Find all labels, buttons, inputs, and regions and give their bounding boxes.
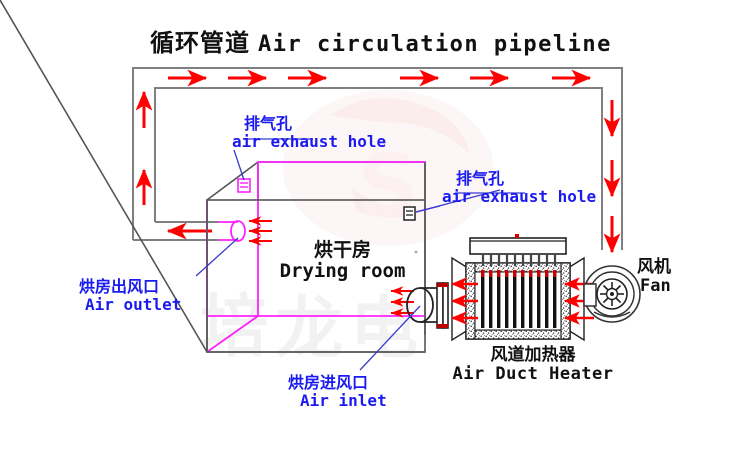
- drying-room-outline-dark: [206, 199, 426, 353]
- air-exhaust-vent-icon-right: [403, 206, 416, 221]
- air-exhaust-vent-icon-left: [237, 178, 251, 193]
- svg-text:培: 培: [200, 288, 268, 367]
- svg-text:S: S: [357, 136, 419, 236]
- heater-terminal-box: [469, 234, 567, 266]
- drying-room-floor-edges: [206, 315, 259, 353]
- flow-arrows-air-outlet: [248, 216, 272, 246]
- air-outlet-duct: [218, 220, 246, 242]
- heating-element-icon: [481, 272, 557, 328]
- air-duct-heater: [451, 256, 585, 342]
- room-dot-marker: [414, 250, 418, 254]
- watermark-text: 培 龙 电: [200, 288, 418, 369]
- heater-terminals: [481, 270, 557, 277]
- svg-text:龙: 龙: [275, 290, 343, 369]
- fan-impeller-icon: [600, 282, 624, 306]
- flow-arrows-room-inlet: [390, 286, 414, 318]
- watermark-logo: S: [283, 90, 493, 246]
- flow-arrows-heater-out: [451, 277, 478, 325]
- inlet-duct-flange-bolts: [437, 283, 448, 328]
- label-leader-lines: [195, 149, 501, 371]
- fan-blower: [583, 265, 641, 323]
- air-circulation-pipeline: [132, 67, 623, 250]
